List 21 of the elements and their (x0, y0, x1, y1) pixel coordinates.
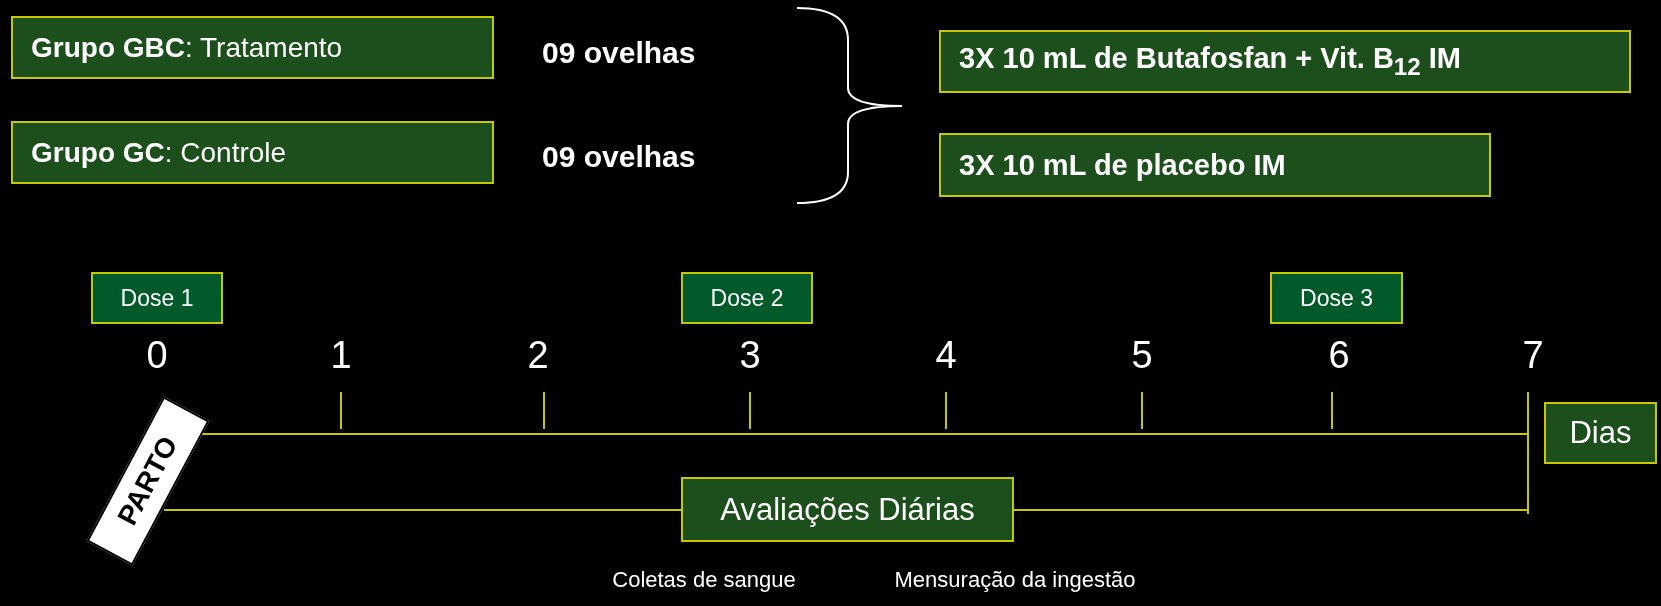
evaluation-box: Avaliações Diárias (681, 477, 1014, 542)
day-number: 5 (1131, 333, 1153, 377)
day-number: 7 (1522, 333, 1544, 377)
day-number: 4 (935, 333, 957, 377)
day-number: 2 (527, 333, 549, 377)
day-number: 3 (739, 333, 761, 377)
note-text: Mensuração da ingestão (894, 567, 1136, 593)
treatment-box: 3X 10 mL de placebo IM (939, 133, 1491, 197)
count-label: 09 ovelhas (542, 140, 696, 174)
group-box: Grupo GC: Controle (11, 121, 494, 184)
dose-box: Dose 3 (1270, 272, 1403, 324)
dose-box: Dose 2 (681, 272, 813, 324)
treatment-box: 3X 10 mL de Butafosfan + Vit. B$_{12}$ IM (939, 30, 1631, 93)
day-number: 1 (330, 333, 352, 377)
day-number: 6 (1328, 333, 1350, 377)
count-label: 09 ovelhas (542, 36, 696, 70)
dose-box: Dose 1 (91, 272, 223, 324)
note-text: Coletas de sangue (612, 567, 796, 593)
unit-box: Dias (1544, 402, 1657, 464)
group-box: Grupo GBC: Tratamento (11, 16, 494, 79)
day-number: 0 (146, 333, 168, 377)
